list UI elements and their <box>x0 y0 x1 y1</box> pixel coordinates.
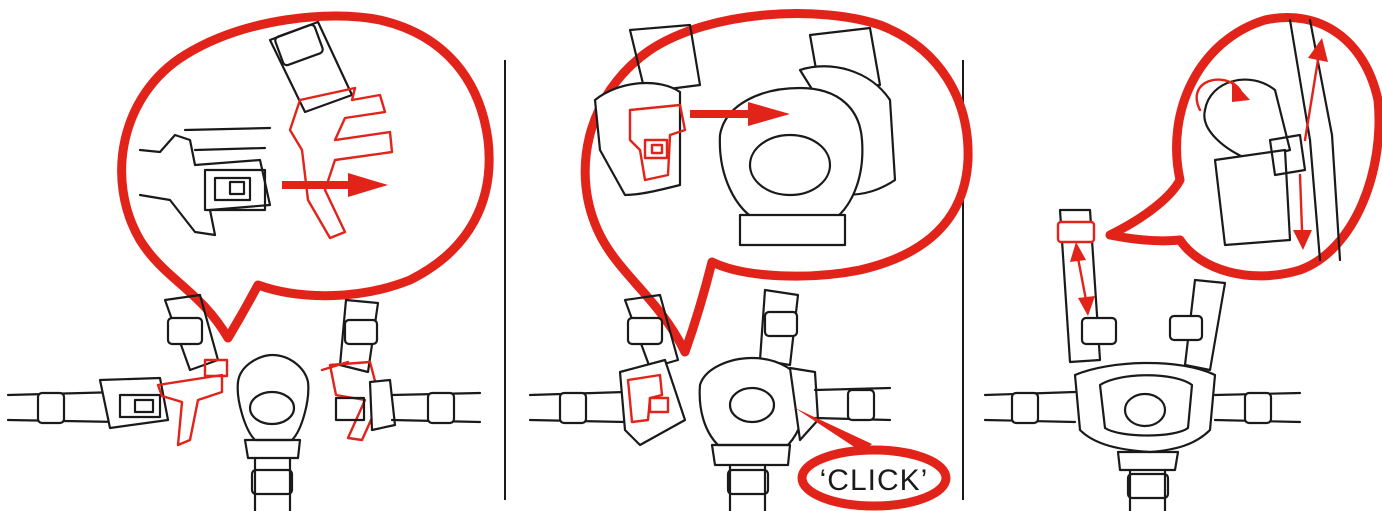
panel-1-unbuckled-harness <box>6 11 494 511</box>
direction-arrow-2 <box>690 110 752 118</box>
zoom-detail-3 <box>1195 18 1342 262</box>
harness-assembly-2 <box>528 288 892 511</box>
panel-3-adjust-harness <box>983 13 1382 511</box>
harness-assembly-1 <box>6 293 482 511</box>
click-callout: ‘CLICK’ <box>795 408 951 511</box>
adjust-arrow <box>1076 256 1088 302</box>
panel-2-buckling-harness: ‘CLICK’ <box>528 9 973 511</box>
direction-arrow-up <box>1303 58 1320 142</box>
zoom-detail-2 <box>593 23 897 247</box>
harness-assembly-3 <box>983 208 1302 511</box>
direction-arrow-down <box>1298 173 1304 232</box>
zoom-detail-1 <box>138 20 394 240</box>
click-callout-text: ‘CLICK’ <box>820 464 929 497</box>
direction-arrow-1 <box>282 181 352 189</box>
